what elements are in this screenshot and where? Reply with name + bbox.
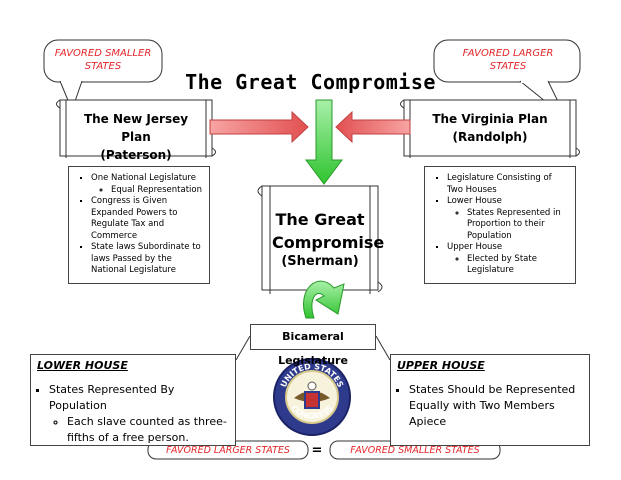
great-compromise-line2: Compromise: [272, 233, 385, 252]
new-jersey-points: One National LegislatureEqual Representa…: [79, 173, 203, 277]
upper-house-heading: UPPER HOUSE: [397, 359, 485, 372]
virginia-point: Upper House: [447, 242, 569, 254]
virginia-plan-title: The Virginia Plan (Randolph): [412, 110, 568, 146]
curved-arrow: [303, 280, 345, 319]
new-jersey-point: One National Legislature: [91, 173, 203, 185]
lower-house-points: States Represented By PopulationEach sla…: [37, 382, 229, 446]
virginia-points: Legislature Consisting of Two HousesLowe…: [435, 173, 569, 277]
callout-bottom-left: FAVORED LARGER STATES: [166, 445, 290, 456]
virginia-point: States Represented in Proportion to thei…: [467, 208, 569, 243]
callout-bottom-right: FAVORED SMALLER STATES: [350, 445, 480, 456]
callout-top-left: FAVORED SMALLER STATES: [54, 48, 152, 72]
lower-house-box: LOWER HOUSE States Represented By Popula…: [30, 354, 236, 446]
virginia-scroll-shape: [400, 99, 580, 158]
left-arrow: [209, 110, 309, 144]
new-jersey-points-box: One National LegislatureEqual Representa…: [68, 166, 210, 284]
right-arrow: [335, 110, 411, 144]
seal-text: UNITED STATES CONGRESS: [279, 362, 345, 421]
lower-house-heading: LOWER HOUSE: [37, 359, 128, 372]
callout-top-right: FAVORED LARGER STATES: [462, 48, 554, 72]
new-jersey-point: Congress is Given Expanded Powers to Reg…: [91, 196, 203, 242]
new-jersey-plan-author: (Paterson): [100, 148, 172, 162]
new-jersey-plan-name: The New Jersey Plan: [83, 112, 189, 144]
new-jersey-point: Equal Representation: [111, 185, 203, 197]
seal-top-text: UNITED STATES: [279, 362, 345, 389]
new-jersey-point: State laws Subordinate to laws Passed by…: [91, 242, 203, 277]
seal-bottom-text: CONGRESS: [289, 403, 335, 420]
great-compromise-line1: The Great: [275, 210, 365, 229]
virginia-plan-name: The Virginia Plan: [432, 112, 548, 126]
bicameral-legislature-label: Bicameral Legislature: [250, 324, 376, 367]
down-arrow: [305, 99, 343, 185]
virginia-point: Legislature Consisting of Two Houses: [447, 173, 569, 196]
equals-sign: =: [311, 443, 323, 458]
callout-top-left-shape: [43, 39, 163, 112]
upper-house-point: States Should be Represented Equally wit…: [409, 382, 583, 430]
lower-house-point: Each slave counted as three-fifths of a …: [67, 414, 229, 446]
congress-seal: [273, 358, 351, 436]
great-compromise-author: (Sherman): [281, 254, 359, 269]
page-title: The Great Compromise: [185, 70, 436, 94]
virginia-points-box: Legislature Consisting of Two HousesLowe…: [424, 166, 576, 284]
great-compromise-scroll-shape: [257, 185, 383, 294]
upper-house-points: States Should be Represented Equally wit…: [397, 382, 583, 430]
virginia-point: Elected by State Legislature: [467, 254, 569, 277]
upper-house-box: UPPER HOUSE States Should be Represented…: [390, 354, 590, 446]
virginia-plan-author: (Randolph): [452, 130, 528, 144]
lower-house-point: States Represented By Population: [49, 382, 229, 414]
new-jersey-scroll-shape: [56, 99, 216, 158]
virginia-point: Lower House: [447, 196, 569, 208]
new-jersey-plan-title: The New Jersey Plan (Paterson): [68, 110, 204, 164]
great-compromise-title: The Great Compromise (Sherman): [272, 208, 385, 269]
